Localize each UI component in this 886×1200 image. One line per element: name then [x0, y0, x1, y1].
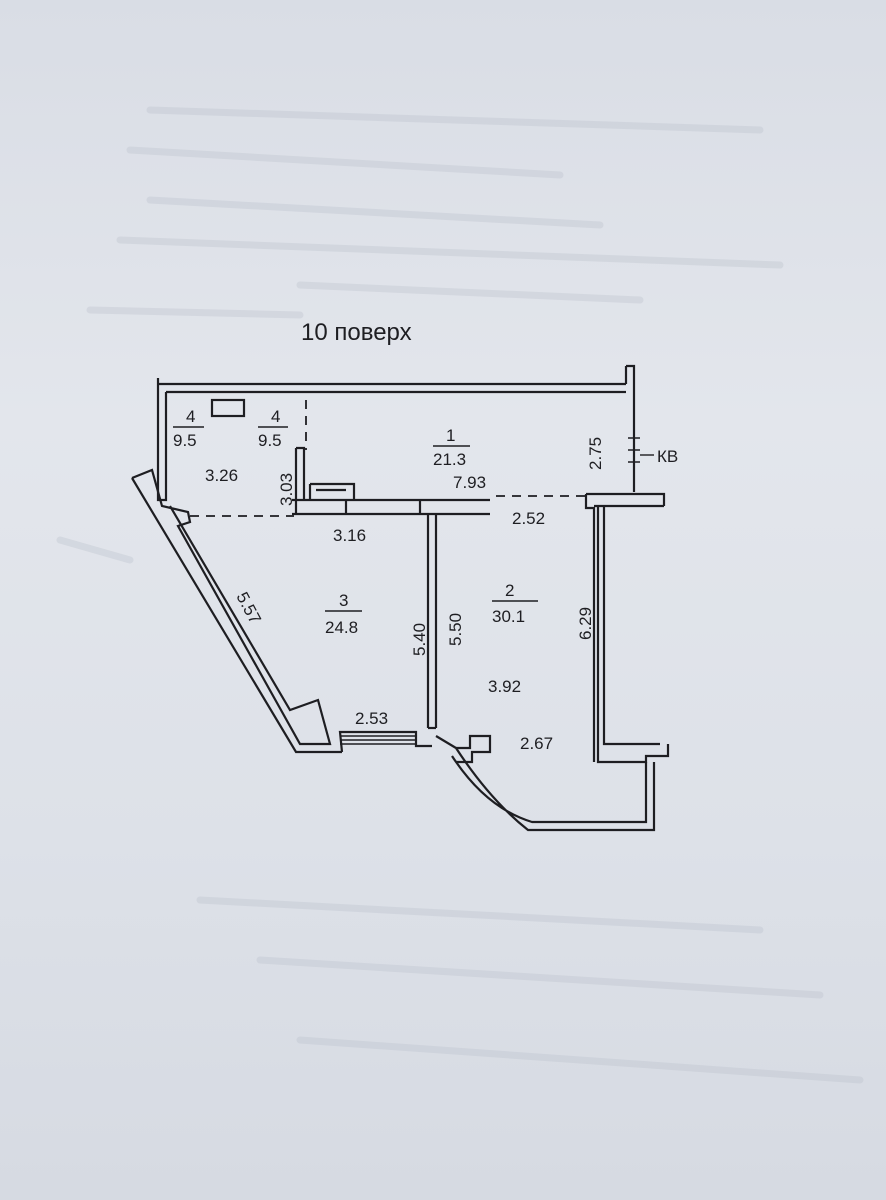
svg-text:1: 1: [446, 426, 455, 445]
partition-3-2: [426, 514, 438, 728]
partition-upper: [292, 498, 490, 516]
room-label-2: 2 30.1: [492, 581, 538, 626]
svg-text:3: 3: [339, 591, 348, 610]
dim-label: 3.26: [205, 466, 238, 485]
zone-dividers: [190, 400, 586, 517]
dim-label: 5.50: [446, 613, 465, 646]
diagonal-wall: [131, 468, 332, 746]
dim-label: 3.03: [277, 473, 296, 506]
balcony-door: [340, 731, 416, 745]
dimension-labels: 3.26 3.03 2.75 7.93 2.52 3.16 5.57 5.40 …: [205, 437, 605, 753]
dim-label: 2.67: [520, 734, 553, 753]
svg-text:21.3: 21.3: [433, 450, 466, 469]
svg-text:30.1: 30.1: [492, 607, 525, 626]
room-label-4b: 4 9.5: [258, 407, 288, 450]
dim-label: 2.52: [512, 509, 545, 528]
dim-label: 6.29: [576, 607, 595, 640]
room1-right-wall: [626, 364, 636, 492]
floor-title: 10 поверх: [301, 319, 412, 346]
room2-right-wall: [586, 492, 666, 508]
dim-label: 3.16: [333, 526, 366, 545]
closet: [296, 446, 356, 500]
svg-text:9.5: 9.5: [258, 431, 282, 450]
paper-bleed-through: [56, 106, 864, 1084]
svg-text:9.5: 9.5: [173, 431, 197, 450]
entrance-label: КВ: [657, 447, 678, 466]
dim-label: 7.93: [453, 473, 486, 492]
svg-text:2: 2: [505, 581, 514, 600]
dim-label: 2.53: [355, 709, 388, 728]
room4-fixture: [210, 398, 246, 418]
room-label-3: 3 24.8: [325, 591, 362, 637]
dim-label: 2.75: [586, 437, 605, 470]
bay-window-wall: [435, 735, 656, 832]
svg-text:4: 4: [271, 407, 280, 426]
room-label-1: 1 21.3: [433, 426, 470, 469]
left-wall: [156, 384, 168, 502]
dim-label: 5.40: [410, 623, 429, 656]
svg-text:4: 4: [186, 407, 195, 426]
svg-text:24.8: 24.8: [325, 618, 358, 637]
dim-label: 3.92: [488, 677, 521, 696]
room-label-4a: 4 9.5: [173, 407, 204, 450]
walls: [131, 364, 670, 832]
window-right: [628, 437, 640, 463]
